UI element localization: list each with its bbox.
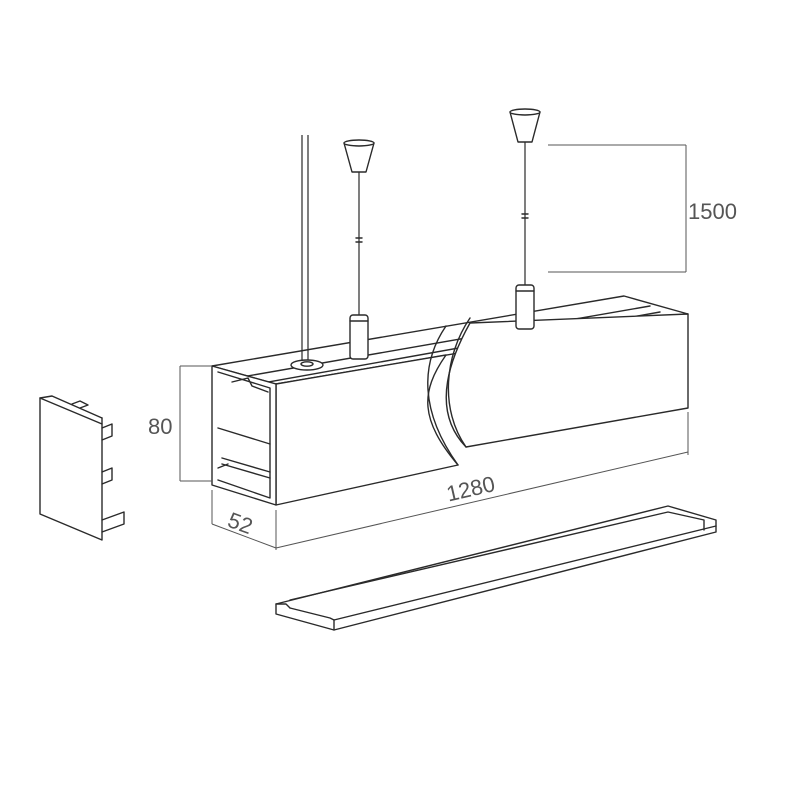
dimension-52 — [211, 490, 277, 550]
dimension-1500 — [548, 144, 687, 273]
dimension-label-height: 80 — [148, 414, 172, 439]
profile-body — [211, 295, 689, 506]
dimension-1280 — [275, 412, 689, 549]
diffuser-cover — [275, 505, 717, 631]
dimension-label-length: 1280 — [444, 471, 497, 506]
profile-front-right — [445, 313, 689, 448]
dimension-label-depth: 52 — [225, 507, 257, 539]
pendant-suspension-2 — [509, 108, 541, 330]
dimension-80 — [179, 365, 212, 482]
pendant-suspension-1 — [343, 139, 375, 360]
end-cap — [39, 395, 125, 541]
suspension-wire-left — [290, 135, 324, 371]
dimension-label-suspension: 1500 — [688, 199, 737, 224]
